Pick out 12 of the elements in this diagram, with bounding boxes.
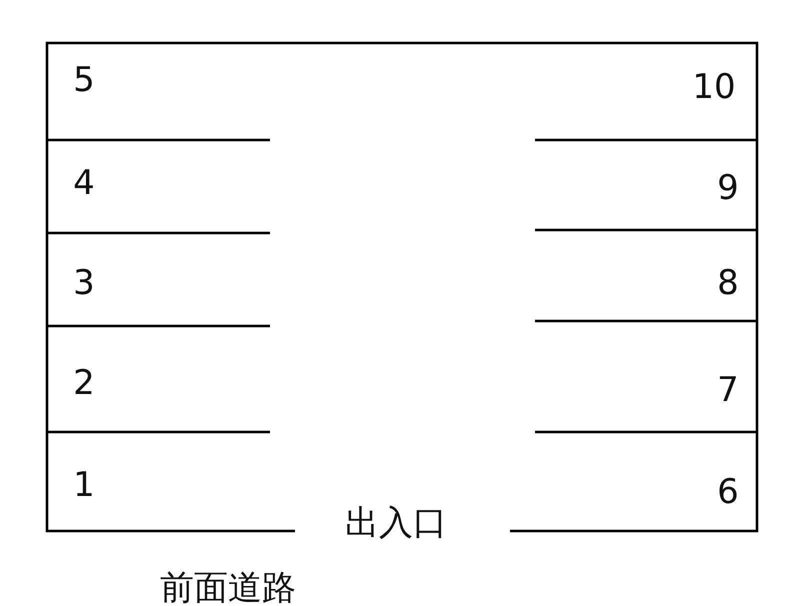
road-label: 前面道路 xyxy=(160,571,296,605)
entrance-label: 出入口 xyxy=(345,506,447,540)
space-number: 9 xyxy=(717,171,739,205)
space-number: 4 xyxy=(73,166,95,200)
space-number: 7 xyxy=(717,373,739,407)
space-number: 5 xyxy=(73,63,95,97)
space-number: 1 xyxy=(73,468,95,502)
space-number: 6 xyxy=(717,475,739,509)
space-number: 3 xyxy=(73,266,95,300)
space-number: 2 xyxy=(73,366,95,400)
space-number: 8 xyxy=(717,266,739,300)
space-number: 10 xyxy=(692,70,736,104)
